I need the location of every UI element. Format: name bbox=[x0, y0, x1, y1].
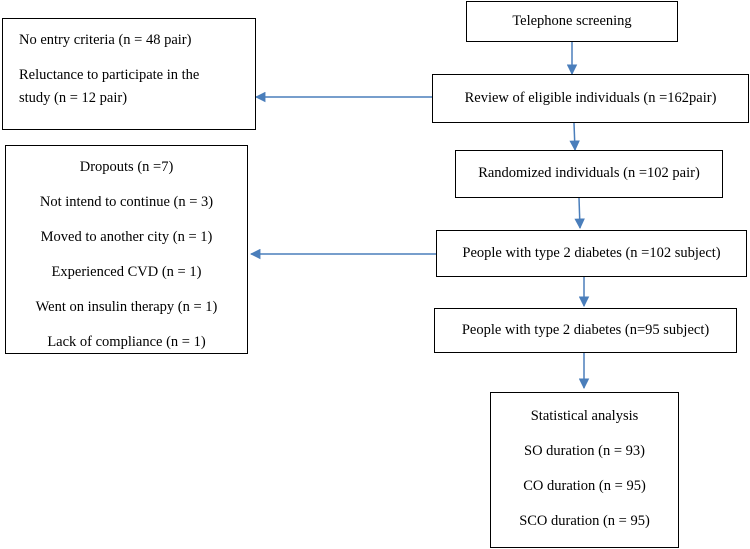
exclusion-no-entry-criteria: No entry criteria (n = 48 pair) bbox=[19, 32, 192, 48]
box-telephone-screening: Telephone screening bbox=[466, 1, 678, 42]
arrow-randomized-to-diabetes bbox=[574, 197, 585, 230]
dropout-item: Not intend to continue (n = 3) bbox=[39, 194, 214, 210]
box-review-eligible: Review of eligible individuals (n =162pa… bbox=[432, 74, 749, 123]
dropout-item: Moved to another city (n = 1) bbox=[40, 229, 213, 245]
box-telephone-screening-text: Telephone screening bbox=[512, 13, 632, 29]
arrow-review-to-randomized bbox=[569, 122, 580, 152]
analysis-item: SCO duration (n = 95) bbox=[519, 513, 650, 529]
box-review-eligible-text: Review of eligible individuals (n =162pa… bbox=[464, 90, 717, 106]
box-statistical-analysis: Statistical analysis SO duration (n = 93… bbox=[490, 392, 679, 548]
exclusion-reluctance-line2: study (n = 12 pair) bbox=[19, 90, 128, 106]
box-dropouts: Dropouts (n =7) Not intend to continue (… bbox=[5, 145, 248, 354]
box-diabetes-95: People with type 2 diabetes (n=95 subjec… bbox=[434, 308, 737, 353]
dropout-item: Lack of compliance (n = 1) bbox=[47, 334, 206, 350]
box-randomized-text: Randomized individuals (n =102 pair) bbox=[478, 165, 700, 181]
dropout-item: Went on insulin therapy (n = 1) bbox=[35, 299, 218, 315]
box-randomized: Randomized individuals (n =102 pair) bbox=[455, 150, 723, 198]
exclusion-reluctance-line1: Reluctance to participate in the bbox=[19, 67, 200, 83]
box-diabetes-102: People with type 2 diabetes (n =102 subj… bbox=[436, 230, 747, 277]
analysis-item: CO duration (n = 95) bbox=[523, 478, 646, 494]
analysis-item: SO duration (n = 93) bbox=[524, 443, 645, 459]
dropouts-title: Dropouts (n =7) bbox=[79, 159, 174, 175]
box-exclusions: No entry criteria (n = 48 pair) Reluctan… bbox=[2, 18, 256, 130]
box-diabetes-95-text: People with type 2 diabetes (n=95 subjec… bbox=[461, 322, 710, 338]
analysis-title: Statistical analysis bbox=[530, 408, 639, 424]
dropout-item: Experienced CVD (n = 1) bbox=[51, 264, 202, 280]
box-diabetes-102-text: People with type 2 diabetes (n =102 subj… bbox=[462, 245, 721, 261]
